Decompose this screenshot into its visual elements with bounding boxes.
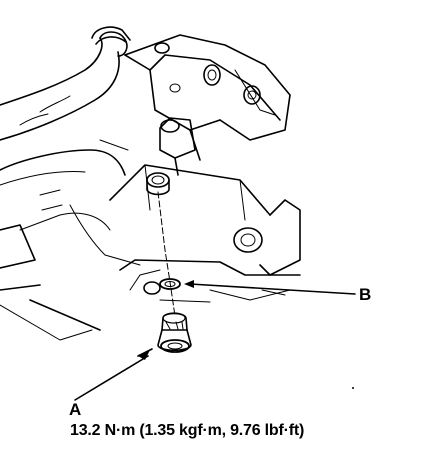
center-boss	[109, 117, 271, 221]
detail-mark	[261, 289, 286, 296]
bolt-a	[157, 312, 192, 353]
dot-mark	[352, 387, 354, 389]
centerline	[157, 191, 176, 317]
housing-body	[0, 139, 141, 341]
leader-a	[74, 348, 153, 401]
washer-b	[159, 278, 181, 290]
mounting-bracket	[124, 34, 291, 161]
port-fitting	[146, 172, 170, 196]
lower-flange	[119, 199, 301, 303]
torque-spec: 13.2 N·m (1.35 kgf·m, 9.76 lbf·ft)	[70, 422, 305, 439]
leader-b	[184, 280, 356, 295]
callout-b-label: B	[359, 285, 372, 304]
hose	[0, 26, 131, 141]
callout-a-label: A	[69, 400, 82, 419]
